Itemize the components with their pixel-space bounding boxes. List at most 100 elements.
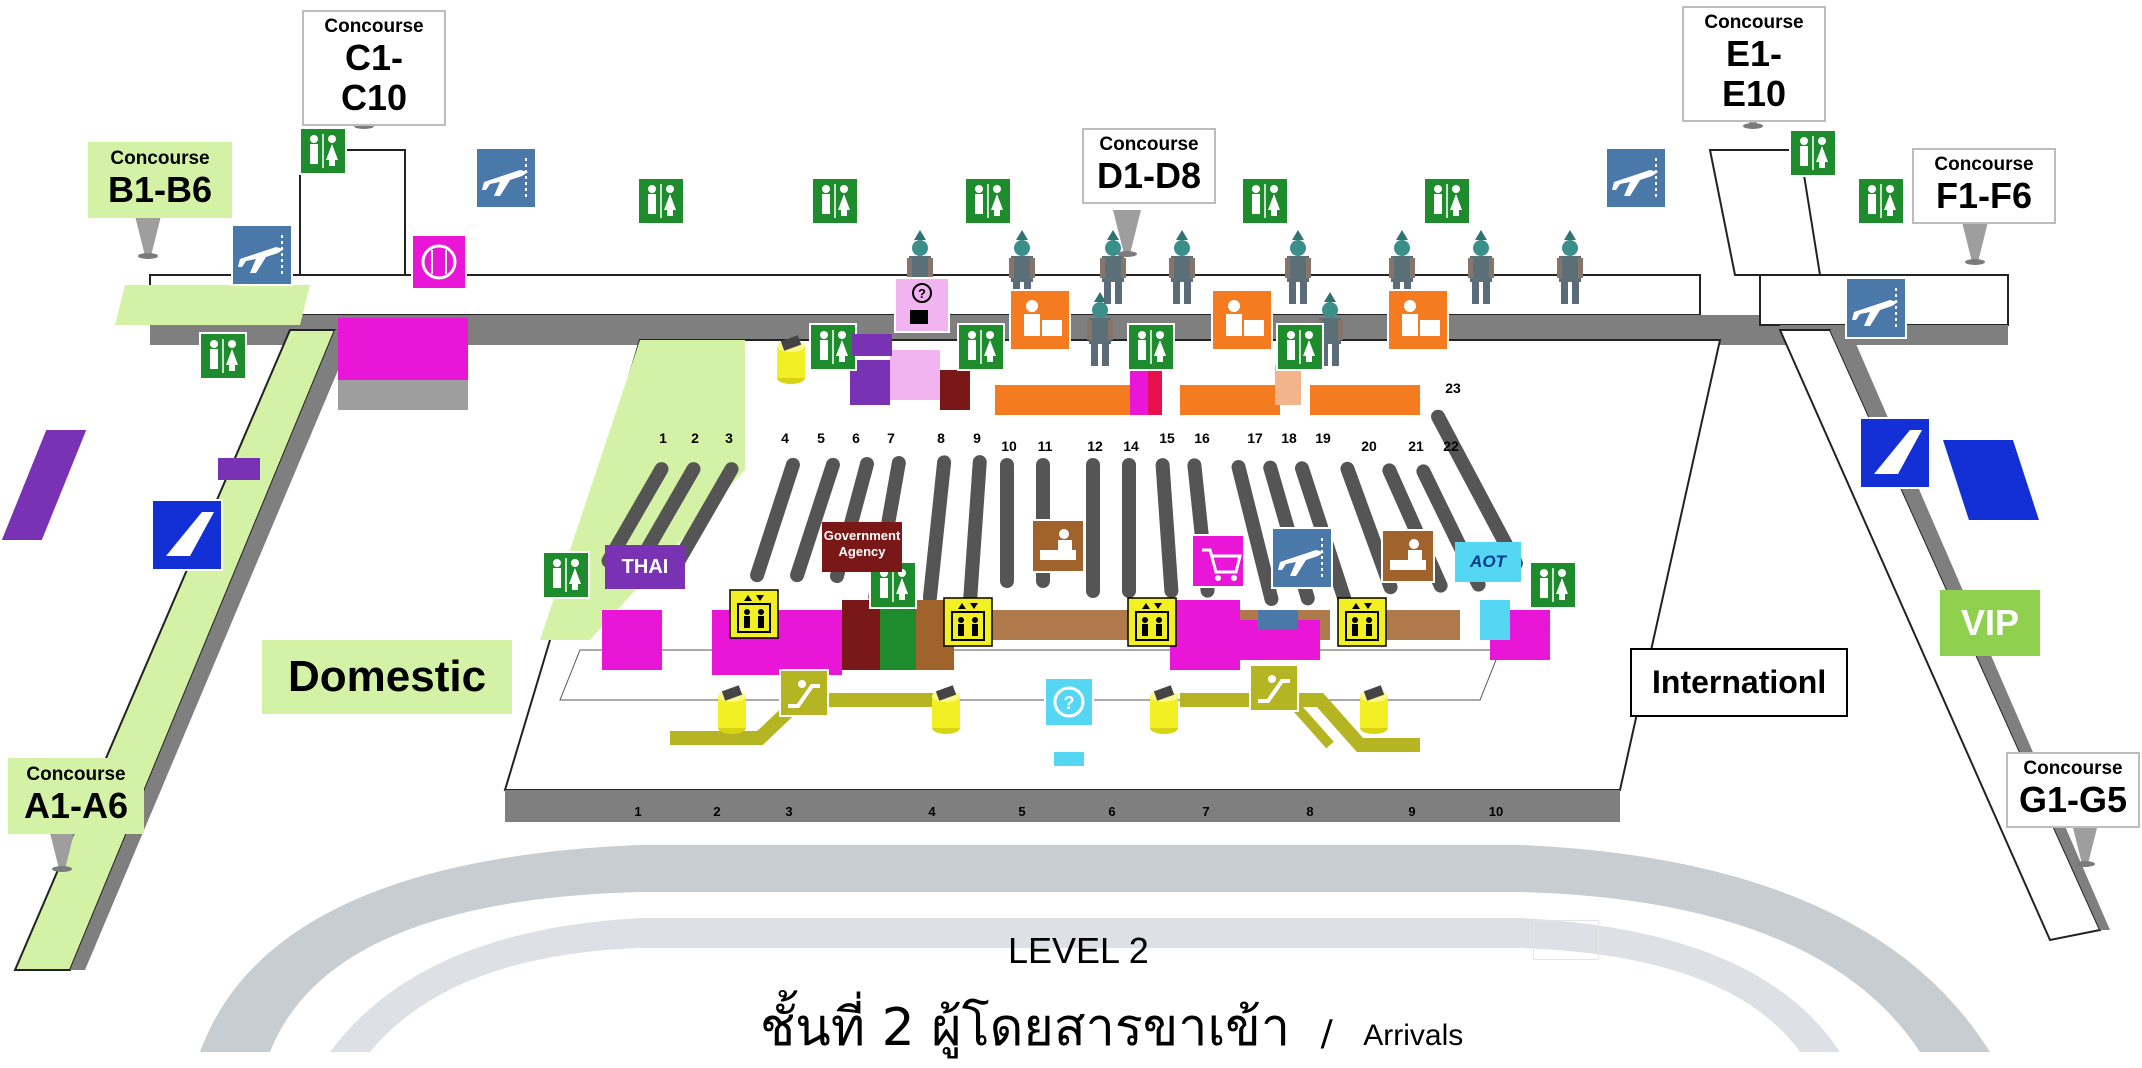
immigration-icon bbox=[1009, 289, 1071, 351]
customs-icon bbox=[1031, 519, 1085, 573]
concourse-range-label: B1-B6 bbox=[107, 169, 213, 210]
aot-sign: AOT bbox=[1455, 542, 1521, 582]
luggage-icon bbox=[852, 334, 892, 356]
immigration-icon bbox=[1211, 289, 1273, 351]
concourse-range-label: A1-A6 bbox=[23, 785, 129, 826]
belt-number: 6 bbox=[852, 430, 860, 446]
concourse-b-callout: Concourse B1-B6 bbox=[88, 142, 232, 218]
restroom-icon bbox=[299, 127, 347, 175]
restroom-icon bbox=[1241, 177, 1289, 225]
departure-plane-icon bbox=[1605, 147, 1667, 209]
restroom-icon bbox=[637, 177, 685, 225]
airline-tail-icon bbox=[1859, 417, 1931, 489]
dining-icon bbox=[411, 234, 467, 290]
restroom-icon bbox=[1857, 177, 1905, 225]
departure-plane-icon bbox=[1845, 277, 1907, 339]
restroom-icon bbox=[809, 323, 857, 371]
elevator-icon bbox=[729, 589, 779, 639]
domestic-zone-label: Domestic bbox=[262, 640, 513, 714]
belt-number: 2 bbox=[691, 430, 699, 446]
concourse-range-label: D1-D8 bbox=[1096, 155, 1202, 196]
restroom-icon bbox=[964, 177, 1012, 225]
exit-gate-number: 3 bbox=[785, 804, 793, 819]
belt-number: 8 bbox=[937, 430, 945, 446]
belt-number: 22 bbox=[1443, 438, 1459, 454]
elevator-icon bbox=[1337, 597, 1387, 647]
concourse-range-label: C1-C10 bbox=[340, 37, 408, 118]
thai-airways-sign: THAI bbox=[605, 545, 685, 589]
belt-number: 17 bbox=[1247, 430, 1263, 446]
immigration-counters bbox=[995, 365, 1420, 415]
exit-gate-number: 5 bbox=[1018, 804, 1026, 819]
belt-number: 16 bbox=[1194, 430, 1210, 446]
belt-number: 23 bbox=[1445, 380, 1461, 396]
restroom-icon bbox=[1529, 561, 1577, 609]
concourse-d-callout: Concourse D1-D8 bbox=[1082, 128, 1216, 204]
shopping-sign bbox=[1191, 534, 1245, 588]
concourse-small-label: Concourse bbox=[2023, 758, 2123, 779]
departure-plane-icon bbox=[1271, 527, 1333, 589]
exit-gate-number: 9 bbox=[1408, 804, 1416, 819]
belt-number: 5 bbox=[817, 430, 825, 446]
exit-gate-number: 4 bbox=[928, 804, 936, 819]
phone-pillar bbox=[932, 685, 960, 734]
belt-number: 21 bbox=[1408, 438, 1424, 454]
belt-number: 7 bbox=[887, 430, 895, 446]
information-icon bbox=[1044, 677, 1094, 727]
government-agency-sign: Government Agency bbox=[822, 522, 902, 572]
restroom-icon bbox=[957, 323, 1005, 371]
restroom-icon bbox=[811, 177, 859, 225]
belt-number: 18 bbox=[1281, 430, 1297, 446]
concourse-range-label: F1-F6 bbox=[1935, 175, 2032, 216]
elevator-icon bbox=[1127, 597, 1177, 647]
placeholder-box bbox=[1533, 920, 1599, 960]
access-road-inner bbox=[330, 918, 1840, 1052]
floor-title: ชั้นที่ 2 ผู้โดยสารขาเข้า / Arrivals bbox=[760, 985, 1463, 1068]
restroom-icon bbox=[1127, 323, 1175, 371]
concourse-range-label: E1-E10 bbox=[1721, 33, 1787, 114]
belt-number: 11 bbox=[1037, 438, 1053, 454]
vip-sign: VIP bbox=[1940, 590, 2040, 656]
svg-text:?: ? bbox=[918, 286, 926, 301]
phone-pillar bbox=[1360, 685, 1388, 734]
phone-pillar bbox=[777, 335, 805, 384]
concourse-g-callout: Concourse G1-G5 bbox=[2006, 752, 2140, 828]
belt-number: 15 bbox=[1159, 430, 1175, 446]
customs-icon bbox=[1381, 529, 1435, 583]
departure-plane-icon bbox=[475, 147, 537, 209]
restroom-icon bbox=[1423, 177, 1471, 225]
exit-gate-number: 7 bbox=[1202, 804, 1210, 819]
escalator-icon bbox=[778, 668, 830, 718]
exit-gate-number: 10 bbox=[1488, 804, 1504, 819]
belt-number: 4 bbox=[781, 430, 789, 446]
exit-gate-number: 8 bbox=[1306, 804, 1314, 819]
elevator-icon bbox=[943, 597, 993, 647]
belt-number: 9 bbox=[973, 430, 981, 446]
restroom-icon bbox=[542, 551, 590, 599]
belt-number: 12 bbox=[1087, 438, 1103, 454]
hall-inner-walkway bbox=[559, 649, 1501, 701]
concourse-small-label: Concourse bbox=[1099, 134, 1199, 155]
departure-plane-icon bbox=[231, 224, 293, 286]
north-walkway bbox=[115, 285, 310, 325]
exit-gate-number: 6 bbox=[1108, 804, 1116, 819]
belt-number: 3 bbox=[725, 430, 733, 446]
concourse-small-label: Concourse bbox=[324, 16, 424, 37]
phone-pillar bbox=[718, 685, 746, 734]
hall-front-wall bbox=[505, 790, 1620, 822]
concourse-f-callout: Concourse F1-F6 bbox=[1912, 148, 2056, 224]
concourse-small-label: Concourse bbox=[1704, 12, 1804, 33]
luggage-icon bbox=[218, 458, 260, 480]
escalator-icon bbox=[1248, 663, 1300, 713]
concourse-c-callout: Concourse C1-C10 bbox=[302, 10, 446, 126]
belt-number: 20 bbox=[1361, 438, 1377, 454]
level-label: LEVEL 2 bbox=[1008, 930, 1149, 971]
concourse-a-callout: Concourse A1-A6 bbox=[8, 758, 144, 834]
belt-number: 19 bbox=[1315, 430, 1331, 446]
thai-title: ชั้นที่ 2 ผู้โดยสารขาเข้า bbox=[760, 998, 1291, 1058]
concourse-range-label: G1-G5 bbox=[2018, 779, 2128, 820]
c-connector bbox=[299, 149, 406, 276]
belt-number: 14 bbox=[1123, 438, 1139, 454]
concourse-small-label: Concourse bbox=[26, 764, 126, 785]
